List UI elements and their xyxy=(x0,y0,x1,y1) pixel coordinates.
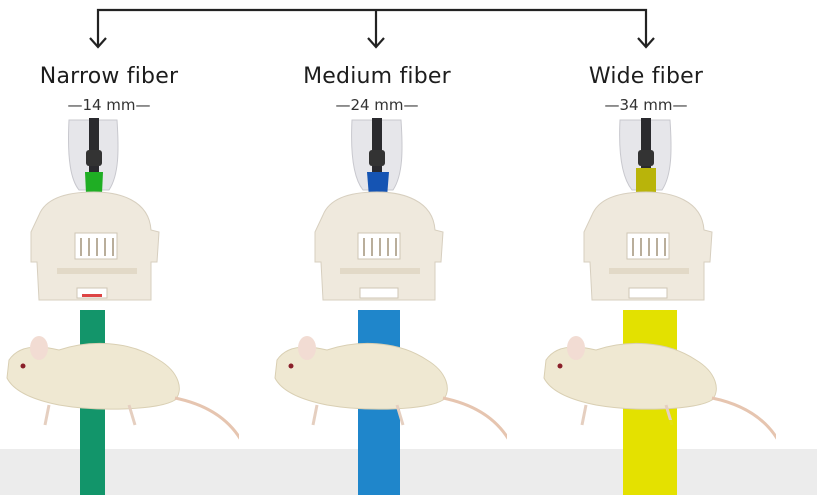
light-beam-front xyxy=(358,420,400,495)
fiber-device-illustration xyxy=(247,0,507,495)
fiber-housing xyxy=(31,192,159,300)
light-beam-front xyxy=(623,420,677,495)
fiber-device-illustration xyxy=(0,0,239,495)
light-beam-front xyxy=(80,420,105,495)
fiber-housing xyxy=(584,192,712,300)
fiber-device-illustration xyxy=(516,0,776,495)
fiber-column-wide: Wide fiber —34 mm— xyxy=(516,0,776,495)
fiber-column-medium: Medium fiber —24 mm— xyxy=(247,0,507,495)
fiber-column-narrow: Narrow fiber —14 mm— xyxy=(0,0,239,495)
fiber-housing xyxy=(315,192,443,300)
mouse-illustration xyxy=(7,336,239,440)
